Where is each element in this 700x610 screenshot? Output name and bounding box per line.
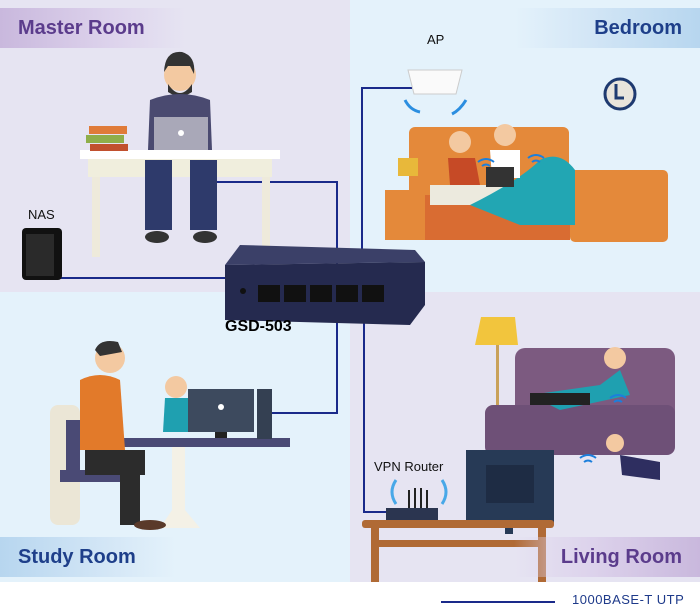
- master-room-label: Master Room: [0, 8, 186, 48]
- router-label: VPN Router: [374, 459, 444, 474]
- router-icon: [386, 479, 448, 520]
- cable-router: [363, 320, 392, 513]
- living-room-label: Living Room: [514, 537, 700, 577]
- study-chair: [50, 405, 120, 525]
- switch-label: GSD-503: [225, 318, 292, 335]
- person-study-father: [80, 341, 166, 530]
- sofa-icon: [485, 347, 675, 455]
- cable-ap: [361, 87, 412, 260]
- person-study-child: [163, 376, 192, 432]
- wifi-icons: [477, 154, 627, 463]
- legend-cable-label: 1000BASE-T UTP: [572, 592, 685, 607]
- binders-icon: [86, 126, 128, 151]
- cable-study-pc: [272, 320, 338, 414]
- floor-lamp-icon: [475, 317, 518, 405]
- desk-master: [80, 150, 280, 257]
- tv-icon: [466, 450, 554, 534]
- laptop-icon: [154, 117, 208, 150]
- ap-label: AP: [427, 32, 445, 47]
- nas-label: NAS: [28, 207, 55, 222]
- access-point-icon: [403, 69, 468, 116]
- study-desk: [115, 438, 290, 528]
- study-room-label: Study Room: [0, 537, 176, 577]
- nas-icon: [22, 228, 62, 280]
- bed-icon: [385, 124, 668, 242]
- desktop-computer-icon: [188, 389, 272, 439]
- clock-icon: [603, 77, 637, 111]
- switch-icon: [225, 245, 425, 325]
- child-reading: [606, 434, 660, 480]
- bedroom-label: Bedroom: [514, 8, 700, 48]
